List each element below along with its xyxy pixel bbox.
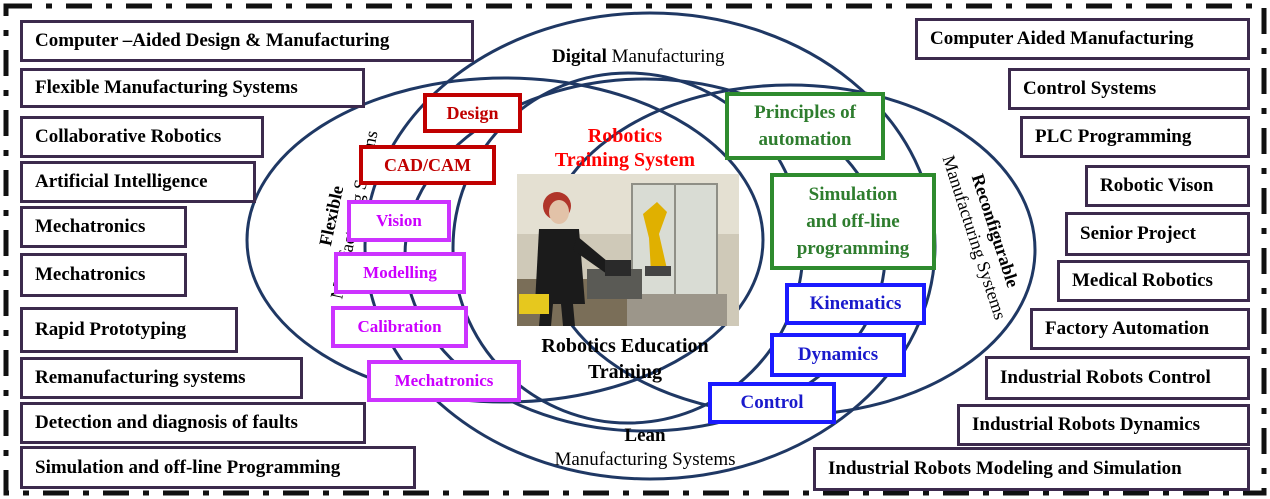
right-topic-factory-automation: Factory Automation (1030, 308, 1250, 350)
left-topic-flexible-manufacturing: Flexible Manufacturing Systems (20, 68, 365, 108)
center-title-line1: Robotics (587, 125, 663, 147)
simulation-offline-programming-box: Simulation and off-line programming (770, 173, 936, 270)
digital-label-bold: Digital (552, 46, 607, 67)
digital-label-rest: Manufacturing (606, 46, 725, 67)
left-topic-rapid-prototyping: Rapid Prototyping (20, 307, 238, 353)
digital-manufacturing-label: Digital Manufacturing (552, 46, 725, 68)
dynamics-box: Dynamics (770, 333, 906, 377)
right-topic-plc-programming: PLC Programming (1020, 116, 1250, 158)
left-topic-collaborative-robotics: Collaborative Robotics (20, 116, 264, 158)
left-topic-cad-manufacturing: Computer –Aided Design & Manufacturing (20, 20, 474, 62)
simulation-line2: and off-line (806, 211, 900, 232)
center-bottom-line1: Robotics Education (541, 335, 709, 357)
modelling-box: Modelling (334, 252, 466, 294)
right-topic-robotic-vison: Robotic Vison (1085, 165, 1250, 207)
right-topic-industrial-robots-modeling: Industrial Robots Modeling and Simulatio… (813, 447, 1250, 491)
calibration-box: Calibration (331, 306, 468, 348)
right-topic-medical-robotics: Medical Robotics (1057, 260, 1250, 302)
left-topic-mechatronics-1: Mechatronics (20, 206, 187, 248)
robot-training-photo (517, 174, 739, 326)
mechatronics-box: Mechatronics (367, 360, 521, 402)
center-bottom-line2: Training (587, 361, 663, 383)
right-topic-industrial-robots-dynamics: Industrial Robots Dynamics (957, 404, 1250, 446)
center-bottom-title: Robotics Education Training (515, 333, 735, 385)
left-topic-mechatronics-2: Mechatronics (20, 253, 187, 297)
center-title: Robotics Training System (520, 124, 730, 172)
principles-line1: Principles of (754, 102, 856, 123)
principles-of-automation-box: Principles of automation (725, 92, 885, 160)
lean-label-rest: Manufacturing Systems (554, 449, 736, 470)
lean-label-bold: Lean (624, 425, 666, 446)
center-title-line2: Training System (554, 149, 696, 171)
control-box: Control (708, 382, 836, 424)
left-topic-remanufacturing-systems: Remanufacturing systems (20, 357, 303, 399)
cad-cam-box: CAD/CAM (359, 145, 496, 185)
principles-line2: automation (758, 129, 852, 150)
kinematics-box: Kinematics (785, 283, 926, 325)
lean-manufacturing-label: Lean Manufacturing Systems (530, 424, 760, 472)
simulation-line1: Simulation (808, 184, 898, 205)
left-topic-simulation-programming: Simulation and off-line Programming (20, 446, 416, 489)
vision-box: Vision (347, 200, 451, 242)
flexible-manufacturing-circle (245, 76, 765, 404)
left-topic-fault-detection: Detection and diagnosis of faults (20, 402, 366, 444)
right-topic-industrial-robots-control: Industrial Robots Control (985, 356, 1250, 400)
right-topic-senior-project: Senior Project (1065, 212, 1250, 256)
right-topic-computer-aided-manufacturing: Computer Aided Manufacturing (915, 18, 1250, 60)
right-topic-control-systems: Control Systems (1008, 68, 1250, 110)
simulation-line3: programming (796, 238, 910, 259)
left-topic-artificial-intelligence: Artificial Intelligence (20, 161, 256, 203)
design-box: Design (423, 93, 522, 133)
